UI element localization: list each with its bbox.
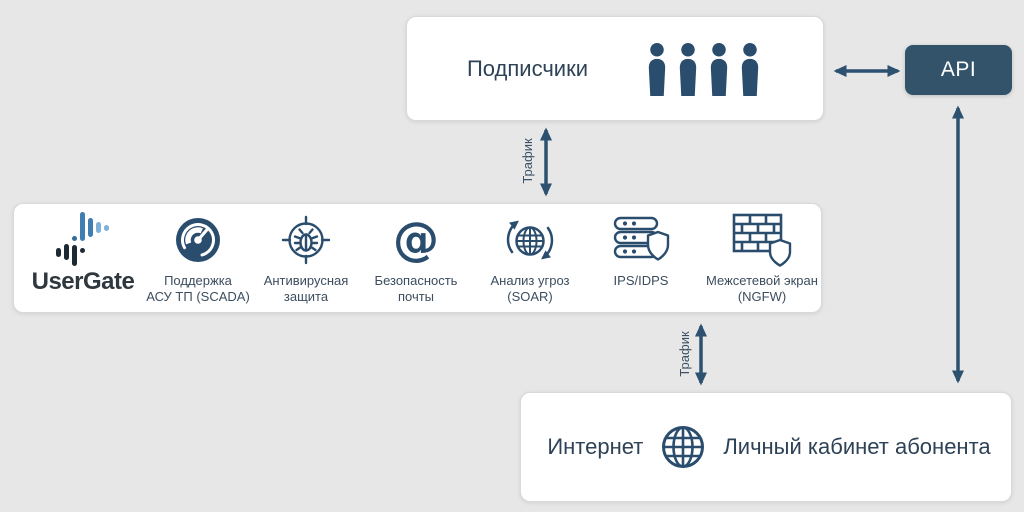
usergate-box: UserGate Поддержка АСУ ТП (SCADA) bbox=[13, 203, 822, 313]
usergate-logo-icon bbox=[56, 212, 109, 266]
globe-sync-icon bbox=[506, 220, 554, 260]
internet-label: Интернет bbox=[547, 434, 644, 459]
person-icon bbox=[648, 42, 666, 96]
service-label-line2: АСУ ТП (SCADA) bbox=[146, 289, 250, 304]
person-icon bbox=[710, 42, 728, 96]
traffic-label-bottom: Трафик bbox=[677, 331, 692, 377]
service-label-line2: (SOAR) bbox=[507, 289, 553, 304]
service-label-line1: Поддержка bbox=[164, 273, 232, 288]
svg-text:@: @ bbox=[393, 214, 439, 266]
service-label-line2: (NGFW) bbox=[737, 289, 787, 304]
globe-icon bbox=[662, 426, 705, 468]
service-label-line2: защита bbox=[283, 289, 329, 304]
service-label-line1: Межсетевой экран bbox=[706, 273, 818, 288]
firewall-shield-icon bbox=[732, 213, 792, 267]
service-ngfw: Межсетевой экран (NGFW) bbox=[697, 212, 827, 305]
service-soar: Анализ угроз (SOAR) bbox=[465, 212, 595, 305]
service-label-line2: почты bbox=[397, 289, 435, 304]
service-mail-security: @ Безопасность почты bbox=[351, 212, 481, 305]
subscribers-people-group bbox=[644, 41, 763, 97]
gauge-icon bbox=[176, 218, 220, 262]
service-scada: Поддержка АСУ ТП (SCADA) bbox=[133, 212, 263, 305]
person-icon bbox=[679, 42, 697, 96]
api-box: API bbox=[905, 45, 1012, 95]
service-label-line1: Безопасность bbox=[374, 273, 458, 288]
subscribers-title: Подписчики bbox=[466, 55, 589, 81]
service-antivirus: Антивирусная защита bbox=[241, 212, 371, 305]
traffic-label-top: Трафик bbox=[520, 138, 535, 184]
subscribers-box: Подписчики bbox=[406, 16, 824, 121]
internet-box: Интернет Личный кабинет абонента bbox=[520, 392, 1012, 502]
api-label: API bbox=[940, 58, 977, 81]
usergate-logo: UserGate bbox=[24, 210, 142, 296]
service-label-line1: Анализ угроз bbox=[490, 273, 570, 288]
server-shield-icon bbox=[613, 216, 670, 261]
at-sign-icon: @ bbox=[393, 214, 439, 266]
usergate-brand-text: UserGate bbox=[31, 268, 135, 295]
personal-account-label: Личный кабинет абонента bbox=[723, 434, 991, 459]
bug-crosshair-icon bbox=[281, 215, 331, 265]
service-label-line1: Антивирусная bbox=[263, 273, 349, 288]
service-ips-idps: IPS/IDPS bbox=[576, 212, 706, 289]
person-icon bbox=[741, 42, 759, 96]
service-label-line1: IPS/IDPS bbox=[613, 273, 669, 288]
